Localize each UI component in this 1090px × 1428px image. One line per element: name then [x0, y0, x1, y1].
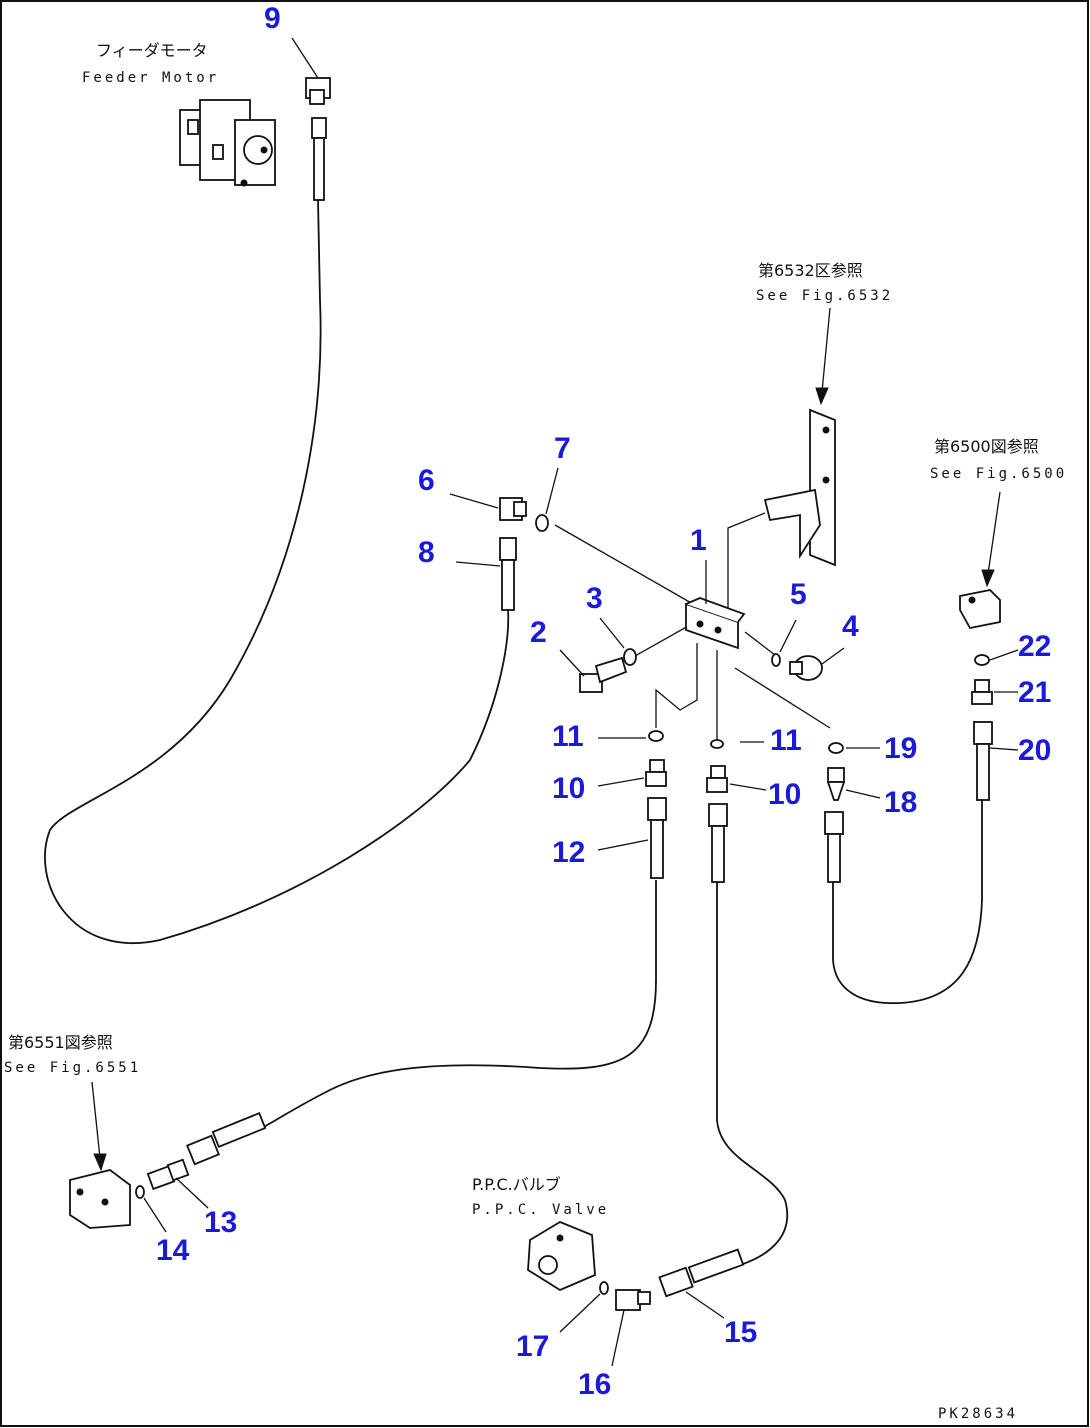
- assembly-line-7: [554, 524, 701, 609]
- elbow-4-part: [789, 655, 823, 681]
- bracket-6532-part: [763, 408, 836, 567]
- label-feeder-motor-en: Feeder Motor: [82, 70, 219, 86]
- connector-13: [146, 1158, 190, 1191]
- label-ppc-valve-jp: P.P.C.バルブ: [472, 1175, 561, 1194]
- callout-6: 6: [418, 464, 435, 497]
- callout-10a: 10: [552, 772, 585, 805]
- drawing-number: PK28634: [938, 1406, 1018, 1422]
- hose-8-part: [499, 537, 517, 611]
- block-1-part: [685, 597, 746, 650]
- hose-12: [261, 880, 657, 1129]
- hose-13-end: [186, 1112, 267, 1166]
- hose-center-end: [708, 803, 728, 883]
- callout-2: 2: [530, 616, 547, 649]
- elbow-16: [615, 1289, 651, 1311]
- oring-17: [599, 1281, 609, 1295]
- assembly-line-19: [734, 667, 831, 729]
- hose-feeder-loop: [44, 199, 510, 944]
- feeder-motor-part: [179, 99, 276, 187]
- arrow-6500: [981, 491, 1001, 588]
- callout-8: 8: [418, 536, 435, 569]
- adapter-10b: [706, 765, 728, 793]
- label-ref-6532-jp: 第6532区参照: [758, 261, 863, 280]
- callout-10b: 10: [768, 778, 801, 811]
- oring-5: [771, 653, 781, 667]
- callout-7: 7: [554, 432, 571, 465]
- oring-11a: [648, 730, 664, 742]
- label-ref-6532-en: See Fig.6532: [756, 288, 893, 304]
- bolt-2-part: [579, 656, 628, 693]
- callout-18: 18: [884, 786, 917, 819]
- assembly-line-11a: [655, 643, 698, 728]
- label-ref-6500-jp: 第6500図参照: [934, 437, 1039, 456]
- callout-16: 16: [578, 1368, 611, 1401]
- washer-3: [623, 648, 637, 666]
- adapter-21: [971, 679, 993, 705]
- arrow-6551: [91, 1081, 107, 1172]
- callout-13: 13: [204, 1206, 237, 1239]
- callout-15: 15: [724, 1316, 757, 1349]
- oring-19: [828, 742, 844, 754]
- ppc-valve-part: [527, 1220, 596, 1292]
- callout-17: 17: [516, 1330, 549, 1363]
- callout-14: 14: [156, 1234, 190, 1267]
- oring-7: [535, 514, 549, 532]
- label-feeder-motor-jp: フィーダモータ: [96, 41, 208, 60]
- assembly-line-bracket: [727, 512, 766, 612]
- oring-14: [135, 1185, 145, 1199]
- label-ref-6551-jp: 第6551図参照: [8, 1033, 113, 1052]
- hose-end-9: [311, 117, 327, 201]
- hose-12-end: [647, 797, 667, 879]
- hose-18-end: [824, 811, 844, 883]
- hose-20-end: [973, 721, 993, 801]
- callout-4: 4: [842, 610, 859, 643]
- callout-1: 1: [690, 524, 707, 557]
- callout-21: 21: [1018, 676, 1051, 709]
- callout-11b: 11: [770, 724, 802, 757]
- connector-18: [826, 767, 846, 801]
- callout-9: 9: [264, 2, 281, 35]
- adapter-10a: [645, 759, 667, 787]
- hose-right-loop: [832, 800, 983, 1004]
- label-ref-6500-en: See Fig.6500: [930, 466, 1067, 482]
- oring-22: [974, 654, 990, 666]
- callout-3: 3: [586, 582, 603, 615]
- callout-20: 20: [1018, 734, 1051, 767]
- callout-19: 19: [884, 732, 917, 765]
- callout-leaders: [143, 37, 1019, 1367]
- hose-center: [716, 880, 789, 1266]
- callout-12: 12: [552, 836, 585, 869]
- callout-22: 22: [1018, 630, 1051, 663]
- hose-15-end: [658, 1248, 745, 1298]
- oring-11b: [710, 739, 724, 749]
- elbow-6-part: [499, 497, 527, 521]
- label-ref-6551-en: See Fig.6551: [4, 1060, 141, 1076]
- elbow-9-part: [305, 77, 331, 105]
- label-ppc-valve-en: P.P.C. Valve: [472, 1202, 609, 1218]
- assembly-line-3: [627, 624, 691, 661]
- assembly-line-5: [744, 631, 776, 656]
- callout-5: 5: [790, 578, 807, 611]
- arrow-6532: [815, 307, 831, 406]
- callout-11a: 11: [552, 720, 584, 753]
- block-6551-part: [69, 1169, 131, 1229]
- bracket-6500-part: [959, 589, 1001, 630]
